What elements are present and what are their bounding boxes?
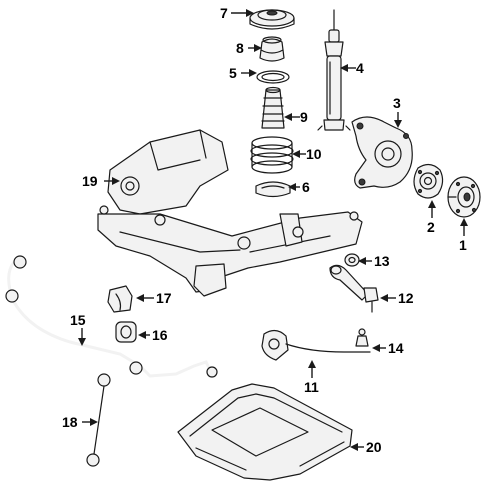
part-17-stabilizer-bushing	[107, 285, 133, 313]
callout-12: 12	[398, 290, 414, 306]
part-14-ball-joint	[355, 328, 369, 347]
callout-15: 15	[70, 312, 86, 328]
part-2-wheel-bearing	[413, 163, 444, 199]
callout-6: 6	[302, 179, 310, 195]
leader-lines	[78, 9, 468, 451]
part-19-subframe	[97, 129, 363, 297]
callout-13: 13	[374, 253, 390, 269]
callout-9: 9	[300, 109, 308, 125]
callout-labels: 7 8 5 4 9 3 10 19 6 2 1 13 17 12 15 16 1…	[62, 5, 467, 455]
callout-20: 20	[366, 439, 382, 455]
part-13-bushing	[344, 253, 360, 267]
part-9-dust-boot	[261, 86, 285, 129]
part-16-bushing	[115, 321, 137, 343]
part-15-stabilizer-bar	[5, 255, 218, 378]
part-20-splash-shield	[177, 383, 353, 481]
part-12-lower-arm	[329, 264, 379, 313]
callout-5: 5	[229, 65, 237, 81]
callout-7: 7	[220, 5, 228, 21]
callout-8: 8	[236, 40, 244, 56]
callout-18: 18	[62, 414, 78, 430]
callout-4: 4	[356, 60, 364, 76]
part-5-spring-seat	[256, 70, 290, 84]
callout-2: 2	[427, 219, 435, 235]
callout-1: 1	[459, 237, 467, 253]
part-11-tension-strut	[261, 329, 371, 361]
part-10-coil-spring	[250, 136, 294, 174]
callout-16: 16	[152, 327, 168, 343]
callout-11: 11	[304, 379, 319, 395]
part-3-knuckle	[351, 116, 413, 189]
part-7-strut-mount	[249, 9, 295, 30]
part-1-hub	[447, 176, 481, 218]
part-18-stabilizer-link	[86, 373, 111, 467]
callout-14: 14	[388, 340, 404, 356]
callout-17: 17	[156, 290, 172, 306]
part-6-spring-pad	[255, 181, 291, 198]
callout-10: 10	[306, 146, 322, 162]
part-4-strut	[317, 9, 351, 131]
callout-19: 19	[82, 173, 98, 189]
part-8-bump-stop	[259, 36, 285, 62]
callout-3: 3	[393, 95, 401, 111]
